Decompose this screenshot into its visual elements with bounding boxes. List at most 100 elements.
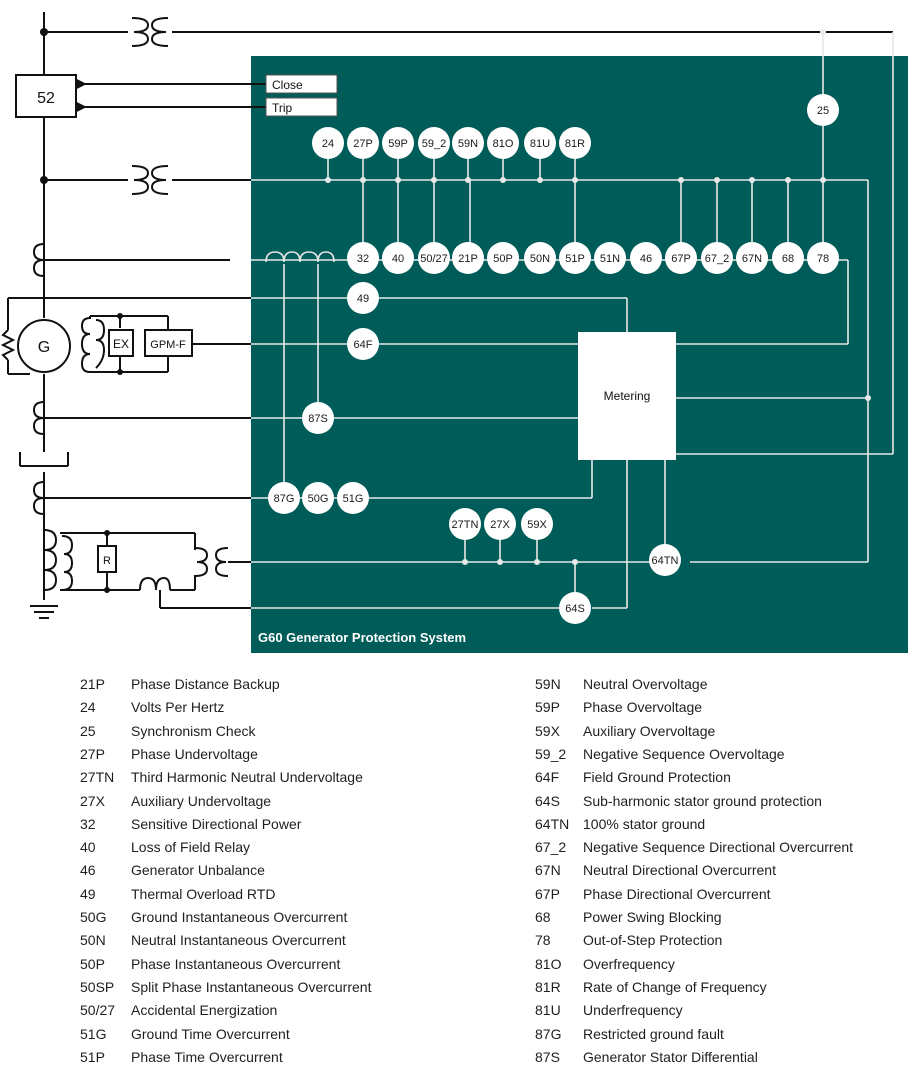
legend-description: Auxiliary Overvoltage	[583, 722, 716, 739]
relay-25: 25	[807, 94, 839, 126]
legend: 21P Phase Distance Backup 24 Volts Per Hert…	[0, 668, 913, 1068]
vt-top-icon	[128, 17, 172, 47]
relay-27tn: 27TN	[449, 508, 481, 540]
ct-terminal-icon	[32, 243, 45, 277]
gpm-box	[144, 329, 193, 357]
close-command[interactable]: Close	[265, 74, 338, 94]
legend-code: 64F	[535, 769, 560, 786]
relay-label: 87S	[308, 413, 328, 425]
relay-67n: 67N	[736, 242, 768, 274]
relay-46: 46	[630, 242, 662, 274]
relay-label: 32	[357, 253, 369, 265]
relay-label: 25	[817, 105, 829, 117]
relay-circle	[449, 508, 481, 540]
relay-label: 49	[357, 293, 369, 305]
legend-description: Thermal Overload RTD	[131, 885, 276, 902]
relay-circle	[382, 127, 414, 159]
resistor-box	[97, 545, 117, 573]
legend-code: 27P	[80, 745, 105, 762]
close-label: Close	[272, 78, 303, 92]
legend-description: Power Swing Blocking	[583, 909, 722, 925]
trip-label: Trip	[272, 101, 293, 115]
relay-label: 64F	[354, 339, 373, 351]
legend-description: Generator Unbalance	[131, 862, 265, 879]
legend-description: Underfrequency	[583, 1002, 683, 1019]
legend-description: Phase Directional Overcurrent	[583, 885, 771, 902]
external-wiring	[7, 12, 893, 619]
relay-68: 68	[772, 242, 804, 274]
legend-description: Negative Sequence Overvoltage	[583, 745, 785, 762]
relay-40: 40	[382, 242, 414, 274]
relay-circle	[302, 482, 334, 514]
relay-label: 68	[782, 253, 794, 265]
legend-code: 67N	[535, 862, 561, 879]
exciter-label: EX	[113, 337, 129, 351]
field-winding-icon	[80, 316, 91, 373]
relay-27p: 27P	[347, 127, 379, 159]
relay-label: 81O	[493, 138, 514, 150]
ct-87s-icon	[32, 401, 45, 435]
panel-title: G60 Generator Protection System	[258, 630, 466, 645]
legend-description: Neutral Directional Overcurrent	[583, 862, 776, 879]
gpm-label: GPM-F	[150, 339, 186, 351]
legend-code: 78	[535, 932, 551, 949]
relay-51g: 51G	[337, 482, 369, 514]
legend-code: 49	[80, 885, 96, 902]
legend-description: Restricted ground fault	[583, 1025, 724, 1042]
legend-code: 27TN	[80, 769, 115, 786]
legend-description: Rate of Change of Frequency	[583, 978, 767, 995]
relay-64tn: 64TN	[649, 544, 681, 576]
legend-code: 59_2	[535, 745, 567, 762]
legend-code: 46	[80, 862, 96, 879]
relay-label: 21P	[458, 253, 478, 265]
relay-label: 51P	[565, 253, 585, 265]
relay-circle	[382, 242, 414, 274]
relay-circle	[347, 127, 379, 159]
legend-description: 100% stator ground	[583, 815, 706, 832]
relay-circle	[268, 482, 300, 514]
relay-label: 27P	[353, 138, 373, 150]
legend-code: 59P	[535, 699, 560, 716]
relay-59n: 59N	[452, 127, 484, 159]
neutral-vt-icon	[194, 547, 229, 577]
legend-description: Sub-harmonic stator ground protection	[583, 792, 822, 809]
relay-circle	[452, 127, 484, 159]
legend-code: 87S	[535, 1048, 560, 1065]
relay-50-27: 50/27	[418, 242, 450, 274]
legend-code: 59N	[535, 676, 561, 692]
legend-description: Phase Undervoltage	[131, 745, 258, 762]
relay-label: 59P	[388, 138, 408, 150]
legend-description: Phase Instantaneous Overcurrent	[131, 955, 341, 972]
legend-code: 40	[80, 839, 96, 856]
legend-description: Phase Distance Backup	[131, 676, 280, 692]
relay-circle	[701, 242, 733, 274]
legend-code: 21P	[80, 676, 105, 692]
relay-87g: 87G	[268, 482, 300, 514]
generator-icon	[17, 319, 71, 373]
relay-64s: 64S	[559, 592, 591, 624]
legend-code: 67P	[535, 885, 560, 902]
legend-code: 68	[535, 909, 551, 925]
relay-circle	[487, 127, 519, 159]
relay-32: 32	[347, 242, 379, 274]
trip-command[interactable]: Trip	[265, 97, 338, 117]
rtd-icon	[0, 329, 16, 361]
legend-code: 87G	[535, 1025, 562, 1042]
relay-label: 50/27	[420, 253, 448, 265]
legend-description: Volts Per Hertz	[131, 699, 225, 716]
legend-code: 59X	[535, 722, 560, 739]
relay-circle	[521, 508, 553, 540]
relay-circle	[347, 282, 379, 314]
loop-ct-icon	[139, 576, 171, 591]
relay-circle	[524, 127, 556, 159]
relay-label: 64S	[565, 603, 585, 615]
legend-description: Field Ground Protection	[583, 769, 731, 786]
relay-67-2: 67_2	[701, 242, 733, 274]
vt-bus-icon	[128, 165, 172, 195]
legend-description: Out-of-Step Protection	[583, 932, 723, 949]
legend-code: 81R	[535, 978, 561, 995]
legend-code: 24	[80, 699, 96, 716]
relay-circle	[807, 242, 839, 274]
relay-label: 51G	[343, 493, 364, 505]
protection-diagram: G60 Generator Protection System	[0, 12, 908, 653]
